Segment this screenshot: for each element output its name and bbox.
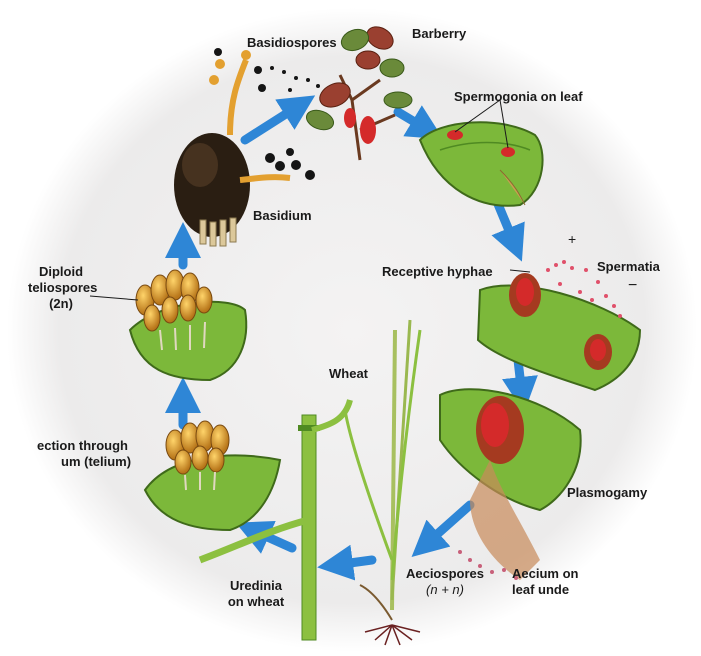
aeciospores-label: Aeciospores (n + n) (402, 566, 488, 598)
spermatia-label: Spermatia (597, 259, 660, 275)
diploid-teliospores-label: Diploid teliospores (2n) (28, 264, 94, 312)
diploid-line-2: teliospores (28, 280, 94, 296)
uredinia-label: Uredinia on wheat (216, 578, 296, 610)
section-telium-label: ection through um (telium) (37, 438, 131, 470)
receptive-hyphae-label: Receptive hyphae (382, 264, 493, 280)
aeciospores-line-1: Aeciospores (402, 566, 488, 582)
aecium-label: Aecium on leaf unde (512, 566, 578, 598)
plasmogamy-label: Plasmogamy (567, 485, 647, 501)
basidiospores-label: Basidiospores (247, 35, 337, 51)
spermogonia-label: Spermogonia on leaf (454, 89, 583, 105)
wheat-label: Wheat (329, 366, 368, 382)
uredinia-line-1: Uredinia (216, 578, 296, 594)
section-line-2: um (telium) (37, 454, 131, 470)
aecium-line-1: Aecium on (512, 566, 578, 582)
uredinia-line-2: on wheat (216, 594, 296, 610)
aeciospores-line-2: (n + n) (402, 582, 488, 598)
basidium-label: Basidium (253, 208, 312, 224)
diploid-line-1: Diploid (28, 264, 94, 280)
diploid-line-3: (2n) (28, 296, 94, 312)
barberry-label: Barberry (412, 26, 466, 42)
svg-text:+: + (568, 231, 576, 247)
svg-text:−: − (628, 277, 637, 294)
section-line-1: ection through (37, 438, 131, 454)
aecium-line-2: leaf unde (512, 582, 578, 598)
